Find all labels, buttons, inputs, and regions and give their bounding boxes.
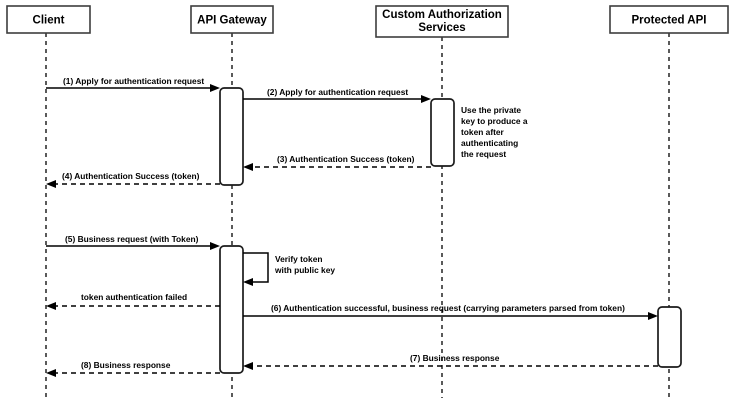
self-message-verify-token-label-line1: Verify token <box>275 254 322 264</box>
participant-label-client: Client <box>33 15 65 27</box>
message-token-auth-failed-arrowhead <box>46 302 56 310</box>
message-4: (4) Authentication Success (token) <box>46 171 220 188</box>
message-token-auth-failed-label: token authentication failed <box>81 292 187 302</box>
message-6-arrowhead <box>648 312 658 320</box>
message-7-arrowhead <box>243 362 253 370</box>
participant-box-authsvc[interactable] <box>375 5 509 38</box>
message-1-arrowhead <box>210 84 220 92</box>
note-private-key: Use the private key to produce a token a… <box>461 105 528 159</box>
participant-protected[interactable]: Protected API <box>609 5 729 34</box>
message-token-auth-failed: token authentication failed <box>46 292 220 310</box>
activation-gateway-2 <box>219 245 244 374</box>
participant-box-client[interactable] <box>6 5 91 34</box>
participant-box-gateway[interactable] <box>190 5 274 34</box>
message-8: (8) Business response <box>46 360 220 377</box>
message-5: (5) Business request (with Token) <box>46 234 220 250</box>
message-6-label: (6) Authentication successful, business … <box>271 303 625 313</box>
note-private-key-line-2: key to produce a <box>461 116 528 126</box>
message-2-arrowhead <box>421 95 431 103</box>
message-6: (6) Authentication successful, business … <box>243 303 658 320</box>
participant-label-authsvc-line1: Custom Authorization <box>382 9 502 21</box>
activation-bars <box>219 87 682 374</box>
participant-label-protected: Protected API <box>632 15 707 27</box>
self-message-verify-token-label-line2: with public key <box>274 265 335 275</box>
activation-gateway-1 <box>219 87 244 186</box>
message-4-label: (4) Authentication Success (token) <box>62 171 200 181</box>
self-message-verify-token: Verify token with public key <box>243 252 335 286</box>
note-private-key-line-1: Use the private <box>461 105 521 115</box>
note-private-key-line-5: the request <box>461 149 506 159</box>
message-2: (2) Apply for authentication request <box>243 87 431 103</box>
participant-label-authsvc-line2: Services <box>418 22 465 34</box>
participant-label-gateway: API Gateway <box>197 15 267 27</box>
message-8-arrowhead <box>46 369 56 377</box>
message-5-arrowhead <box>210 242 220 250</box>
message-4-arrowhead <box>46 180 56 188</box>
message-3-label: (3) Authentication Success (token) <box>277 154 415 164</box>
message-2-label: (2) Apply for authentication request <box>267 87 408 97</box>
participant-authsvc[interactable]: Custom Authorization Services <box>375 5 509 38</box>
message-3-arrowhead <box>243 163 253 171</box>
self-message-verify-token-path <box>243 252 269 283</box>
activation-authsvc-1 <box>430 98 455 167</box>
message-3: (3) Authentication Success (token) <box>243 154 431 171</box>
participant-gateway[interactable]: API Gateway <box>190 5 274 34</box>
message-1: (1) Apply for authentication request <box>46 76 220 92</box>
note-private-key-line-3: token after <box>461 127 505 137</box>
message-1-label: (1) Apply for authentication request <box>63 76 204 86</box>
message-5-label: (5) Business request (with Token) <box>65 234 199 244</box>
participant-box-protected[interactable] <box>609 5 729 34</box>
activation-protected-1 <box>657 306 682 368</box>
self-message-verify-token-arrowhead <box>243 278 253 286</box>
participant-client[interactable]: Client <box>6 5 91 34</box>
note-private-key-line-4: authenticating <box>461 138 518 148</box>
message-7-label: (7) Business response <box>410 353 500 363</box>
message-7: (7) Business response <box>243 353 658 370</box>
message-8-label: (8) Business response <box>81 360 171 370</box>
